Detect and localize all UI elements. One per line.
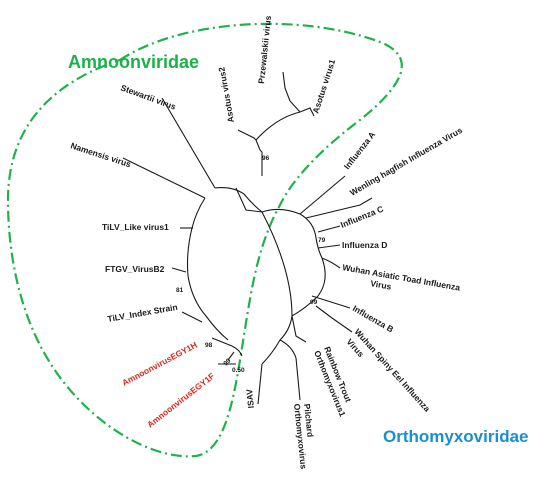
branch-asotus2: [237, 129, 257, 141]
branch-stewartii: [161, 97, 216, 189]
bootstrap-99-ortho: 99: [310, 299, 318, 306]
leaf-wuhan-toad-line2: Virus: [370, 278, 393, 292]
leaf-tilv-index: TiLV_Index Strain: [107, 302, 179, 324]
orthomyxoviridae-clade: [257, 175, 373, 405]
branch-przewalskii: [282, 71, 291, 102]
amnoonviridae-clade: [122, 71, 315, 361]
scale-label: 0.50: [232, 367, 245, 374]
branch-ortho-arc: [291, 257, 326, 317]
branch-backbone-arc-4: [187, 275, 207, 317]
branch-pilchard-stem: [279, 339, 297, 359]
branch-namensis: [122, 157, 206, 199]
branch-root-left: [235, 187, 263, 213]
bootstrap-96: 96: [262, 155, 270, 162]
branch-cd-node: [315, 237, 323, 259]
branch-asotus1: [289, 100, 315, 117]
branch-backbone-arc-3: [186, 227, 193, 277]
leaf-asotus-virus1: Asotus virus1: [310, 58, 337, 115]
leaf-przewalskii: Przewalskii virus: [256, 15, 273, 84]
bootstrap-79: 79: [318, 237, 326, 244]
leaf-namensis: Namensis virus: [69, 140, 132, 169]
branch-influenza-b: [311, 295, 351, 309]
leaf-isav: ISAV: [244, 388, 256, 408]
branch-wuhan-toad: [321, 257, 341, 269]
leaf-stewartii: Stewartii virus: [119, 82, 177, 111]
branch-backbone-arc-5: [205, 315, 229, 341]
branch-influenza-c: [317, 225, 341, 233]
branch-egy1f: [227, 351, 235, 361]
leaf-pilchard-line1: Pilchard: [302, 403, 315, 437]
branch-pilchard: [295, 357, 301, 401]
branch-backbone-arc-2: [191, 197, 206, 229]
branch-egy-node: [231, 345, 243, 357]
branch-rainbow: [291, 315, 307, 343]
leaf-amnoonvirus-egy1h: AmnoonvirusEGY1H: [120, 340, 199, 388]
branch-ortho-lower-arc: [261, 211, 293, 341]
leaf-tilv-like: TiLV_Like virus1: [102, 222, 169, 232]
bootstrap-81: 81: [176, 287, 184, 294]
branch-influenza-d: [317, 244, 341, 249]
branch-isav: [257, 363, 263, 405]
branch-asotus-stem: [255, 139, 263, 153]
leaf-ftgv: FTGV_VirusB2: [105, 264, 165, 274]
bootstrap-98: 98: [205, 342, 213, 349]
family-label-orthomyxoviridae: Orthomyxoviridae: [383, 427, 529, 446]
branch-tilv-index: [181, 311, 203, 323]
leaf-asotus-virus2: Asotus virus2: [216, 66, 236, 123]
leaf-wuhan-eel-line1: Wuhan Spiny Eel Influenza: [353, 327, 433, 414]
bootstrap-99-amnoon: 99: [222, 357, 232, 367]
leaf-influenza-c: Influenza C: [339, 204, 385, 230]
leaf-wuhan-toad-line1: Wuhan Asiatic Toad Influenza: [342, 262, 462, 293]
branch-egy1h: [211, 337, 233, 347]
branch-influenza-a: [299, 175, 346, 215]
branch-backbone-arc-1: [214, 187, 245, 195]
branch-ftgv: [171, 267, 187, 273]
branch-wuhan-eel: [315, 305, 353, 333]
amnoonviridae-boundary: [6, 22, 403, 458]
leaf-influenza-a: Influenza A: [342, 130, 378, 172]
leaf-amnoonvirus-egy1f: AmnoonvirusEGY1F: [145, 371, 216, 430]
branch-root-connector: [243, 193, 263, 213]
branch-asotus-node: [255, 111, 301, 141]
branch-wenling: [305, 197, 373, 219]
family-label-amnoonviridae: Amnoonviridae: [68, 52, 199, 72]
branch-isav-node: [261, 339, 281, 365]
leaf-influenza-d: Influenza D: [342, 240, 387, 250]
